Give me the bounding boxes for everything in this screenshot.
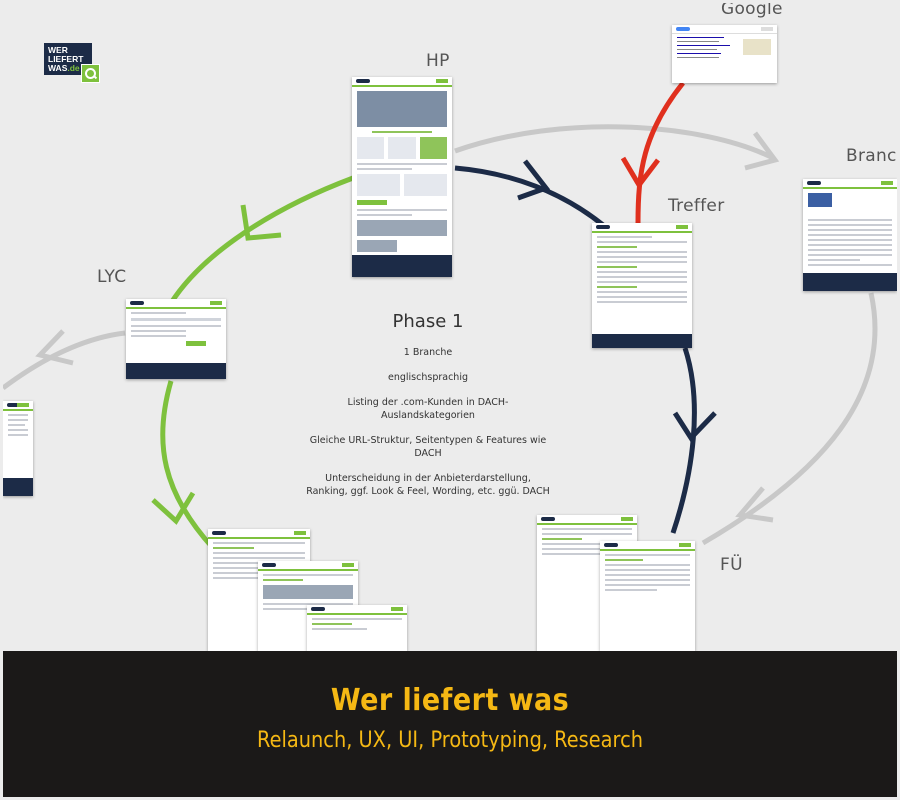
node-label-hp: HP [426, 51, 450, 71]
red-arrowhead-treffer [620, 156, 660, 190]
node-label-fu: FÜ [720, 555, 743, 575]
phase-line-4: Gleiche URL-Struktur, Seitentypen & Feat… [309, 435, 547, 459]
logo-line-1: WER [48, 45, 68, 55]
gray-arrow-lyc-left [3, 330, 126, 391]
green-arrow-hp-lyc [168, 175, 354, 305]
node-label-lyc: LYC [97, 267, 127, 287]
logo-line-3: WAS [48, 63, 68, 73]
green-arrowhead-down [151, 491, 196, 525]
logo-line-2: LIEFERT [48, 54, 84, 64]
homepage-thumbnail[interactable] [352, 77, 452, 277]
flow-arrows [3, 81, 878, 550]
diagram-canvas: WER LIEFERT WAS.de Google HP Branche Tre… [3, 3, 897, 651]
phase-description: Phase 1 1 Branche englischsprachig Listi… [303, 311, 553, 510]
footer-subtitle: Relaunch, UX, UI, Prototyping, Research [257, 728, 643, 753]
green-arrowhead-lyc [240, 204, 282, 241]
phase-title: Phase 1 [392, 311, 464, 332]
caption-footer: Wer liefert was Relaunch, UX, UI, Protot… [3, 651, 897, 797]
left-partial-thumbnail[interactable] [3, 401, 33, 496]
phase-line-5: Unterscheidung in der Anbieterdarstellun… [306, 473, 550, 497]
node-label-treffer: Treffer [668, 196, 725, 216]
fu-thumbnail-2[interactable] [600, 541, 695, 651]
wer-liefert-was-logo: WER LIEFERT WAS.de [44, 43, 100, 83]
lyc-thumbnail[interactable] [126, 299, 226, 379]
logo-suffix: .de [67, 63, 80, 73]
node-label-google: Google [721, 3, 783, 19]
magnifier-icon [81, 64, 100, 83]
gray-arrow-hp-branche [454, 124, 775, 161]
green-arrow-lyc-down [160, 380, 215, 550]
phase-line-3: Listing der .com-Kunden in DACH-Auslands… [347, 397, 509, 421]
google-results-thumbnail[interactable] [672, 25, 777, 83]
gray-arrow-branche-fu [701, 292, 878, 546]
node-label-branche: Branche [846, 146, 897, 166]
navy-arrowhead-treffer [517, 159, 551, 201]
gray-arrowhead-branche [744, 131, 780, 171]
navy-arrow-hp-treffer [454, 165, 605, 227]
branche-thumbnail[interactable] [803, 179, 897, 291]
treffer-results-thumbnail[interactable] [592, 223, 692, 348]
gray-arrowhead-left [35, 329, 74, 366]
gray-arrowhead-fu [735, 486, 774, 523]
navy-arrowhead-fu [672, 411, 717, 443]
footer-title: Wer liefert was [330, 683, 570, 718]
profile-thumbnail-3[interactable] [307, 605, 407, 651]
phase-line-2: englischsprachig [388, 372, 468, 383]
phase-line-1: 1 Branche [403, 347, 453, 358]
red-arrow-google-treffer [635, 81, 685, 224]
